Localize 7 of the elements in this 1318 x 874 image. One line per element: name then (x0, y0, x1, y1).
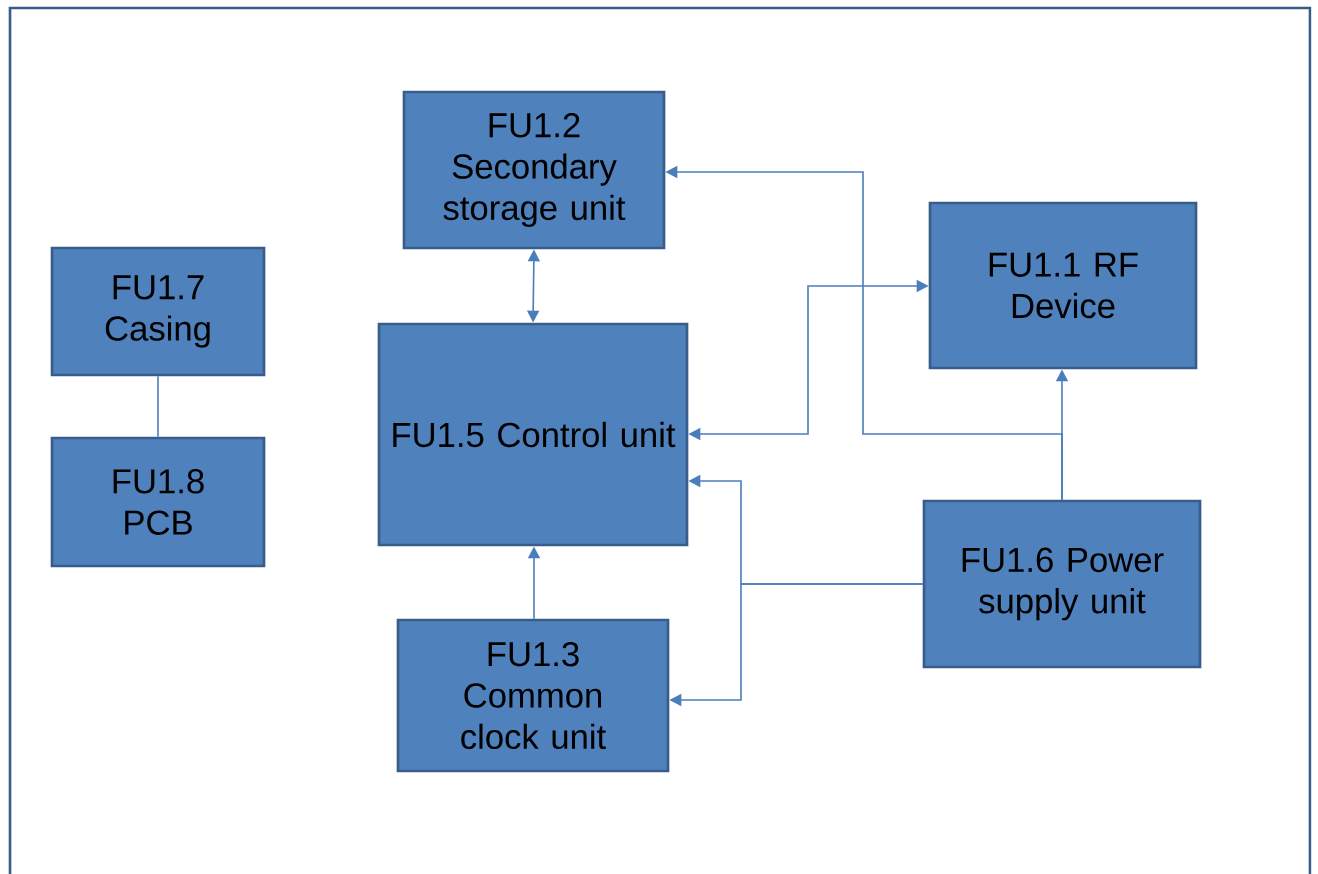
block-box: FU1.8 PCB (50, 436, 266, 568)
block-box: FU1.1 RF Device (928, 201, 1198, 370)
block-box: FU1.6 Power supply unit (922, 499, 1202, 669)
block-box: FU1.5 Control unit (377, 322, 689, 547)
block-box: FU1.3 Common clock unit (396, 618, 670, 773)
block-box: FU1.7 Casing (50, 246, 266, 377)
block-box: FU1.2 Secondary storage unit (402, 90, 666, 250)
